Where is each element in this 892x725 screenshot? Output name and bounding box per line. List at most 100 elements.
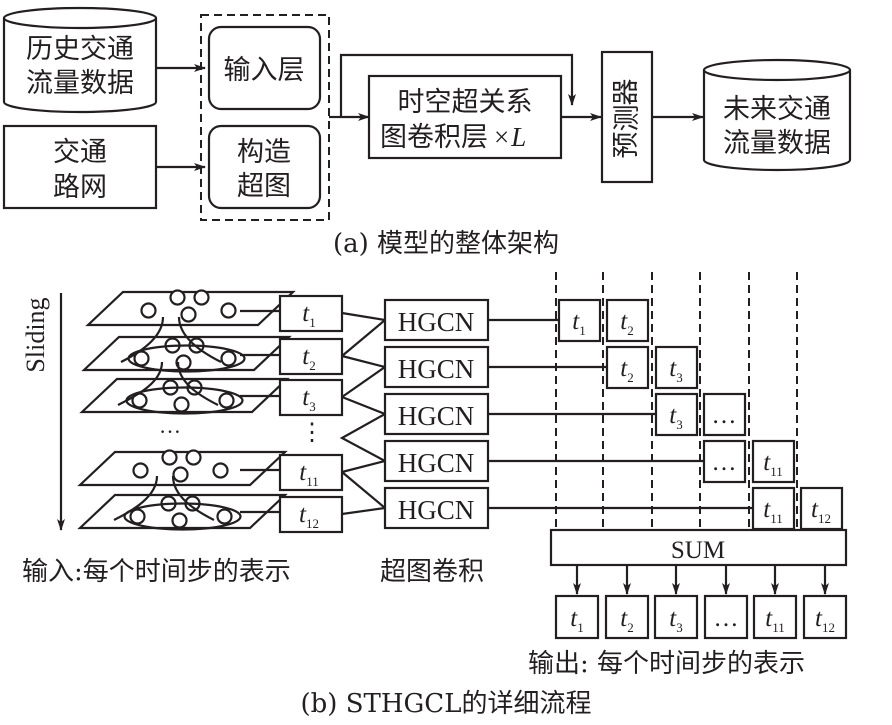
connector xyxy=(341,354,386,369)
node-circle xyxy=(216,508,233,525)
node-circle xyxy=(169,289,186,306)
hgcn-label: HGCN xyxy=(398,495,475,525)
hgcn-output-timestep: … xyxy=(702,392,747,437)
hgcn-output-timestep-label: t11 xyxy=(763,496,782,526)
input-layer-label: 输入层 xyxy=(224,55,305,86)
planes-ellipsis: … xyxy=(159,413,181,438)
st-layer-line1: 时空超关系 xyxy=(398,87,533,118)
input-timestep-box: t1 xyxy=(240,294,344,333)
input-timestep-label: t3 xyxy=(302,384,315,414)
input-timestep-label: t1 xyxy=(302,300,315,330)
future-traffic-db: 未来交通 流量数据 xyxy=(702,58,852,172)
output-timestep-label: t11 xyxy=(765,605,784,635)
road-network-box: 交通 路网 xyxy=(2,124,158,210)
output-timestep-label: t2 xyxy=(620,605,633,635)
input-timestep-box: t3 xyxy=(240,378,344,417)
hgcn-output-timestep-label: t12 xyxy=(811,496,831,526)
connector xyxy=(341,319,386,357)
build-hypergraph-line2: 超图 xyxy=(237,171,291,202)
node-circle xyxy=(175,354,192,371)
hgcn-output-timestep: t11 xyxy=(751,439,796,484)
hyperedge-link xyxy=(177,316,222,363)
predictor-char-2: 测 xyxy=(612,105,643,132)
connector xyxy=(339,413,386,462)
hgcn-output-timestep-label: t1 xyxy=(572,308,585,338)
hypergraph-conv-label: 超图卷积 xyxy=(380,557,484,587)
build-hypergraph-line1: 构造 xyxy=(237,137,291,168)
hgcn-output-timestep: t11 xyxy=(751,486,796,531)
hgcn-block: HGCN xyxy=(383,298,490,342)
input-timestep-box: t12 xyxy=(240,495,344,534)
hgcn-output-timestep: t3 xyxy=(654,392,699,437)
node-circle xyxy=(133,350,150,367)
hypergraph-plane xyxy=(77,493,288,531)
hgcn-output-timestep: t2 xyxy=(605,298,650,343)
connector xyxy=(341,459,386,474)
output-timestep-box: t12 xyxy=(802,565,848,640)
node-circle xyxy=(172,466,189,483)
hgcn-output-timestep-label: t2 xyxy=(620,355,633,385)
preprocess-group xyxy=(200,14,330,221)
node-circle xyxy=(220,302,237,319)
future-db-line1: 未来交通 xyxy=(723,94,831,125)
output-timestep-box: t11 xyxy=(752,565,798,640)
hgcn-output-timestep: t2 xyxy=(605,345,650,390)
node-circle xyxy=(193,289,210,306)
node-circle xyxy=(212,462,229,479)
hgcn-output-timestep: … xyxy=(702,439,747,484)
hgcn-output-timestep-label: t3 xyxy=(669,402,682,432)
node-circle xyxy=(161,449,178,466)
hgcn-block: HGCN xyxy=(383,392,490,436)
hypergraph-plane xyxy=(79,377,290,415)
input-steps-ellipsis: ⋮ xyxy=(300,420,324,446)
connector xyxy=(341,395,386,416)
input-label: 输入:每个时间步的表示 xyxy=(22,557,291,587)
hgcn-output-timestep-label: t3 xyxy=(669,355,682,385)
output-timesteps: t1 t2 t3 … t11 t12 xyxy=(554,565,848,640)
input-layer-box: 输入层 xyxy=(207,25,322,111)
hypergraph-plane xyxy=(77,449,288,487)
hgcn-label: HGCN xyxy=(398,307,475,337)
hyperedge-link xyxy=(176,361,219,406)
hgcn-block: HGCN xyxy=(383,486,490,530)
hypergraph-planes xyxy=(77,289,296,531)
hgcn-output-timestep-label: … xyxy=(712,449,737,476)
hgcn-blocks: HGCN HGCN HGCN HGCN HGCN xyxy=(339,298,490,530)
sum-label: SUM xyxy=(671,537,725,564)
node-circle xyxy=(132,462,149,479)
predictor-box: 器 测 预 xyxy=(600,50,654,184)
output-timestep-label: … xyxy=(714,605,739,632)
node-circle xyxy=(173,396,190,413)
sum-box: SUM xyxy=(549,528,848,567)
hgcn-output-timestep-label: t11 xyxy=(763,449,782,479)
predictor-char-3: 预 xyxy=(611,132,642,159)
connector xyxy=(341,471,386,509)
node-circle xyxy=(218,392,235,409)
build-hypergraph-box: 构造 超图 xyxy=(207,124,322,210)
hyperedge-link xyxy=(113,475,159,521)
node-circle xyxy=(180,306,197,323)
output-timestep-box: … xyxy=(703,565,749,640)
output-timestep-label: t1 xyxy=(570,605,583,635)
caption-b: (b) STHGCL的详细流程 xyxy=(301,689,592,719)
sliding-label: Sliding xyxy=(21,297,50,372)
node-circle xyxy=(220,350,237,367)
output-label: 输出: 每个时间步的表示 xyxy=(528,649,805,679)
future-db-line2: 流量数据 xyxy=(723,128,831,159)
history-traffic-db: 历史交通 流量数据 xyxy=(2,6,158,114)
hgcn-label: HGCN xyxy=(398,354,475,384)
hgcn-label: HGCN xyxy=(398,448,475,478)
predictor-char-1: 器 xyxy=(611,79,642,106)
input-timestep-label: t2 xyxy=(302,343,315,373)
connector xyxy=(341,506,386,516)
hgcn-output-timestep-label: t2 xyxy=(620,308,633,338)
hgcn-block: HGCN xyxy=(383,345,490,389)
hyperedge-link xyxy=(120,316,165,363)
connector xyxy=(341,311,386,322)
output-timestep-box: t3 xyxy=(653,565,699,640)
hypergraph-plane xyxy=(85,289,296,327)
node-circle xyxy=(140,302,157,319)
